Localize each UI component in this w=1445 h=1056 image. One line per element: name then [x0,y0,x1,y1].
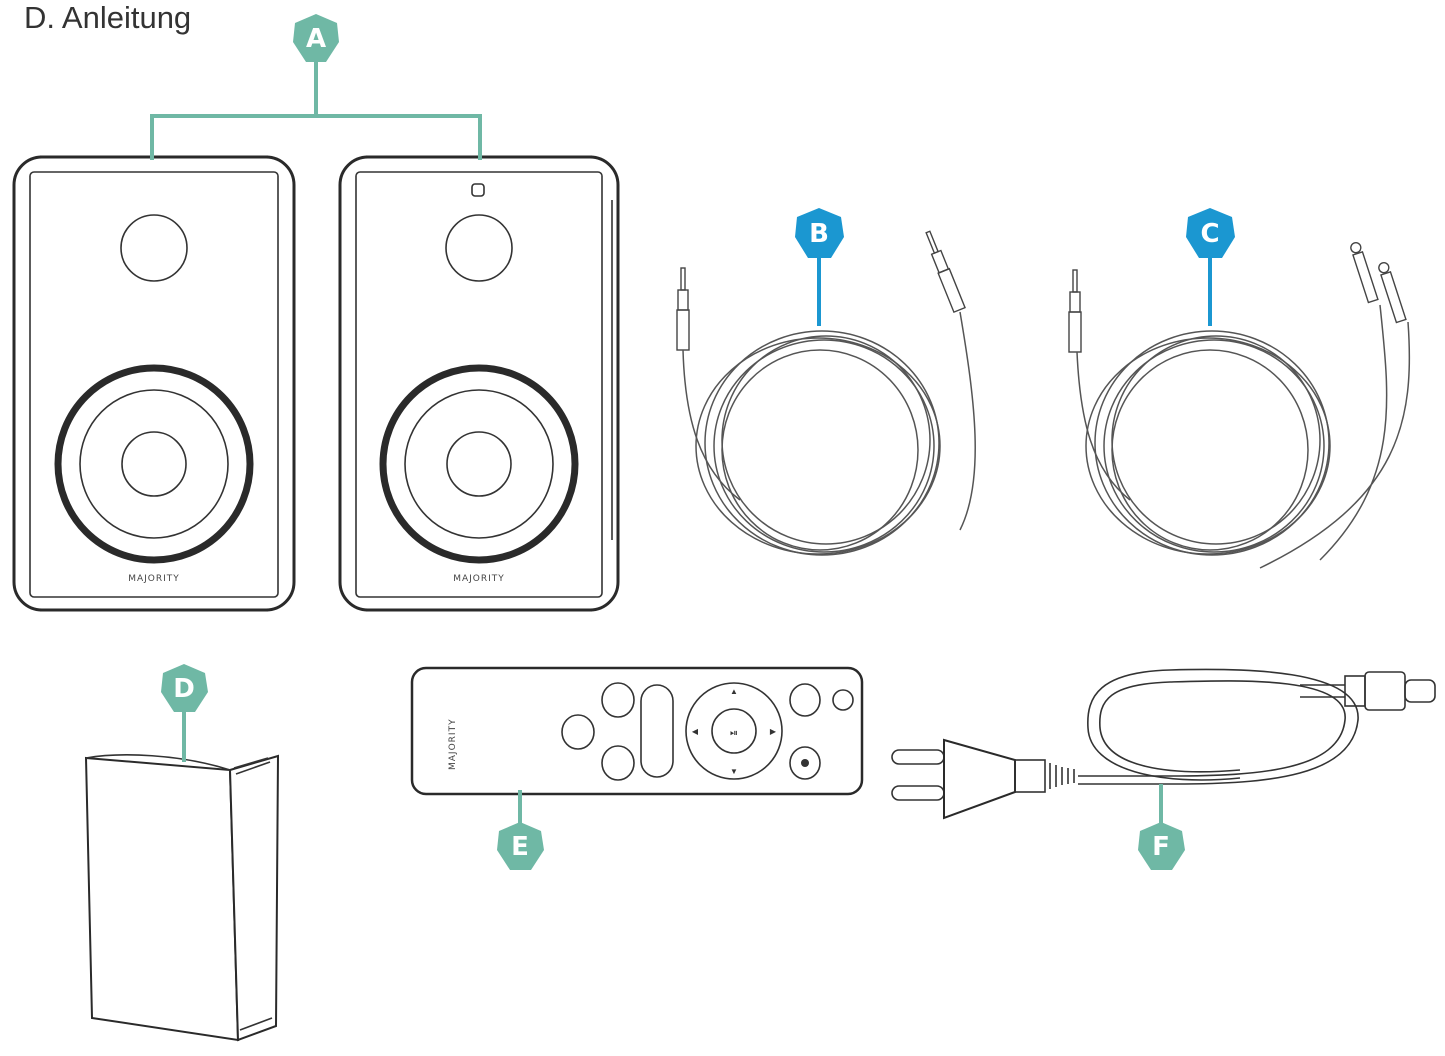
label-a: A [306,24,326,54]
section-heading: D. Anleitung [24,0,192,35]
speaker-right-brand: MAJORITY [453,574,505,584]
aux-cable [676,230,976,556]
svg-text:▼: ▼ [730,767,738,776]
speaker-left-brand: MAJORITY [128,574,180,584]
svg-text:◀: ◀ [692,727,699,736]
manual-booklet [84,754,280,1042]
label-c-badge [1186,208,1235,258]
label-c-callout: C [1186,208,1235,326]
label-f: F [1152,832,1170,862]
svg-text:⏯: ⏯ [730,728,738,739]
label-d-callout: D [161,664,208,762]
remote-brand: MAJORITY [448,718,458,770]
label-d: D [173,674,195,704]
label-b-badge [795,208,844,258]
label-b-callout: B [795,208,844,326]
label-f-badge [1138,822,1185,870]
speaker-pair: MAJORITY MAJORITY [12,155,620,612]
speaker-right: MAJORITY [338,155,620,612]
svg-text:▲: ▲ [730,687,738,696]
label-d-badge [161,664,208,712]
rca-cable [1068,242,1411,569]
remote-control: MAJORITY ⏯ ▲ ▼ ◀ ▶ [410,666,864,796]
label-e-callout: E [497,790,544,870]
label-b: B [809,219,829,249]
label-f-callout: F [1138,784,1185,870]
label-a-callout: A [150,14,482,160]
svg-text:▶: ▶ [770,727,777,736]
label-c: C [1200,219,1219,249]
power-cord [891,668,1436,820]
label-a-badge [293,14,339,62]
label-e-badge [497,822,544,870]
speaker-left: MAJORITY [12,155,296,612]
label-e: E [511,832,529,862]
